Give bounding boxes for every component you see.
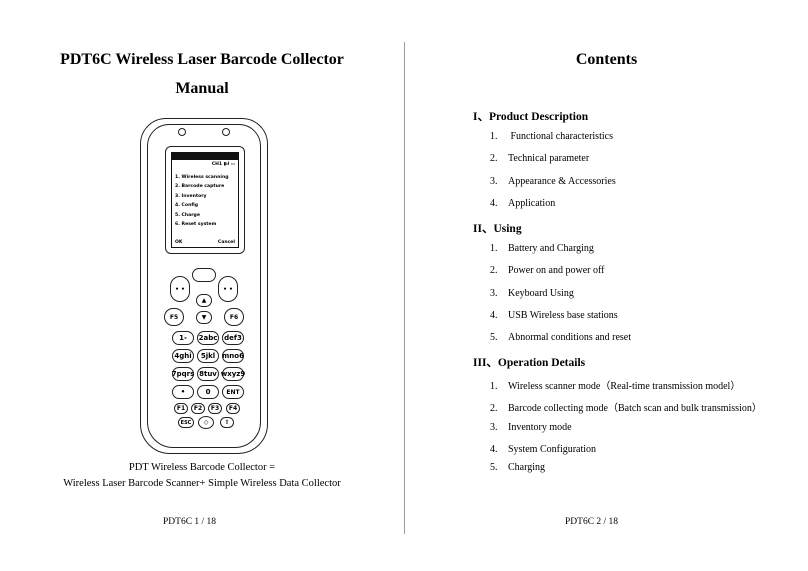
toc-item[interactable]: 5.Charging (490, 462, 546, 473)
key-9[interactable]: wxyz9 (221, 367, 245, 381)
softkey-ok[interactable]: OK (175, 240, 183, 245)
menu-item[interactable]: 1. Wireless scanning (175, 175, 229, 180)
right-page: Contents I、Product Description 1. Functi… (405, 0, 808, 571)
toc-item[interactable]: 5.Abnormal conditions and reset (490, 332, 632, 343)
dot-icon: • • (175, 285, 185, 293)
contents-title: Contents (575, 51, 638, 68)
diamond-icon: ◇ (203, 419, 209, 426)
screen-top-bar (172, 153, 238, 160)
caption-line-1: PDT Wireless Barcode Collector = (128, 462, 276, 473)
manual-title: PDT6C Wireless Laser Barcode Collector (60, 51, 344, 68)
screw-left (178, 128, 186, 136)
menu-item[interactable]: 3. Inventory (175, 193, 207, 199)
key-f1[interactable]: F1 (174, 403, 188, 414)
menu-item[interactable]: 2. Barcode capture (175, 184, 225, 190)
key-5[interactable]: 5jkl (197, 349, 219, 363)
softkey-cancel[interactable]: Cancel (217, 240, 235, 245)
toc-item[interactable]: 1. Functional characteristics (490, 131, 613, 142)
manual-subtitle: Manual (175, 80, 229, 97)
toc-item[interactable]: 2.Power on and power off (490, 265, 605, 276)
key-enter[interactable]: ENT (222, 385, 244, 399)
key-2[interactable]: 2abc (197, 331, 219, 345)
f5-key[interactable]: F5 (164, 308, 184, 326)
scan-trigger-key[interactable]: ◇ (198, 416, 214, 429)
menu-item[interactable]: 6. Reset system (175, 221, 217, 227)
screen-menu: 1. Wireless scanning 2. Barcode capture … (175, 175, 229, 231)
device-illustration: CH1 ▮ıl ▭ 1. Wireless scanning 2. Barcod… (140, 118, 270, 456)
key-3[interactable]: def3 (222, 331, 244, 345)
page-divider (404, 42, 405, 534)
toc-item[interactable]: 1.Battery and Charging (490, 243, 594, 254)
toc-item[interactable]: 2.Technical parameter (490, 153, 590, 164)
toc-item[interactable]: 4.Application (490, 198, 556, 209)
toc-item[interactable]: 1.Wireless scanner mode（Real-time transm… (490, 381, 741, 392)
toc-item[interactable]: 4.System Configuration (490, 444, 597, 455)
key-6[interactable]: mno6 (222, 349, 244, 363)
menu-item[interactable]: 5. Charge (175, 212, 200, 218)
page-footer-left: PDT6C 1 / 18 (163, 517, 217, 527)
screen-status: CH1 ▮ıl ▭ (211, 162, 235, 167)
page-footer-right: PDT6C 2 / 18 (565, 517, 619, 527)
screw-right (222, 128, 230, 136)
key-f4[interactable]: F4 (226, 403, 240, 414)
toc-item[interactable]: 2.Barcode collecting mode（Batch scan and… (490, 403, 762, 414)
toc-item[interactable]: 3.Inventory mode (490, 422, 572, 433)
section-heading[interactable]: II、Using (473, 223, 522, 235)
key-4[interactable]: 4ghi (172, 349, 194, 363)
section-heading[interactable]: I、Product Description (473, 111, 589, 123)
menu-item[interactable]: 4. Config (175, 203, 199, 209)
key-1[interactable]: 1- (172, 331, 194, 345)
scan-key[interactable] (192, 268, 216, 282)
key-8[interactable]: 8tuv (197, 367, 219, 381)
left-page: PDT6C Wireless Laser Barcode Collector M… (60, 51, 344, 527)
section-heading[interactable]: III、Operation Details (473, 357, 586, 369)
down-arrow-key[interactable]: ▼ (196, 311, 212, 324)
key-f2[interactable]: F2 (191, 403, 205, 414)
right-scan-key[interactable]: • • (218, 276, 238, 302)
toc-item[interactable]: 3.Keyboard Using (490, 288, 574, 299)
device-screen: CH1 ▮ıl ▭ 1. Wireless scanning 2. Barcod… (171, 152, 239, 248)
key-7[interactable]: 7pqrs (172, 367, 194, 381)
toc-item[interactable]: 3.Appearance & Accessories (490, 176, 616, 187)
dot-icon: • • (223, 285, 233, 293)
left-scan-key[interactable]: • • (170, 276, 190, 302)
key-0[interactable]: 0 (197, 385, 219, 399)
key-esc[interactable]: ESC (178, 417, 194, 428)
key-dot[interactable]: • (172, 385, 194, 399)
key-shift[interactable]: ⇧ (220, 417, 234, 428)
key-f3[interactable]: F3 (208, 403, 222, 414)
f6-key[interactable]: F6 (224, 308, 244, 326)
caption-line-2: Wireless Laser Barcode Scanner+ Simple W… (63, 478, 341, 489)
toc-item[interactable]: 4.USB Wireless base stations (490, 310, 618, 321)
up-arrow-key[interactable]: ▲ (196, 294, 212, 307)
